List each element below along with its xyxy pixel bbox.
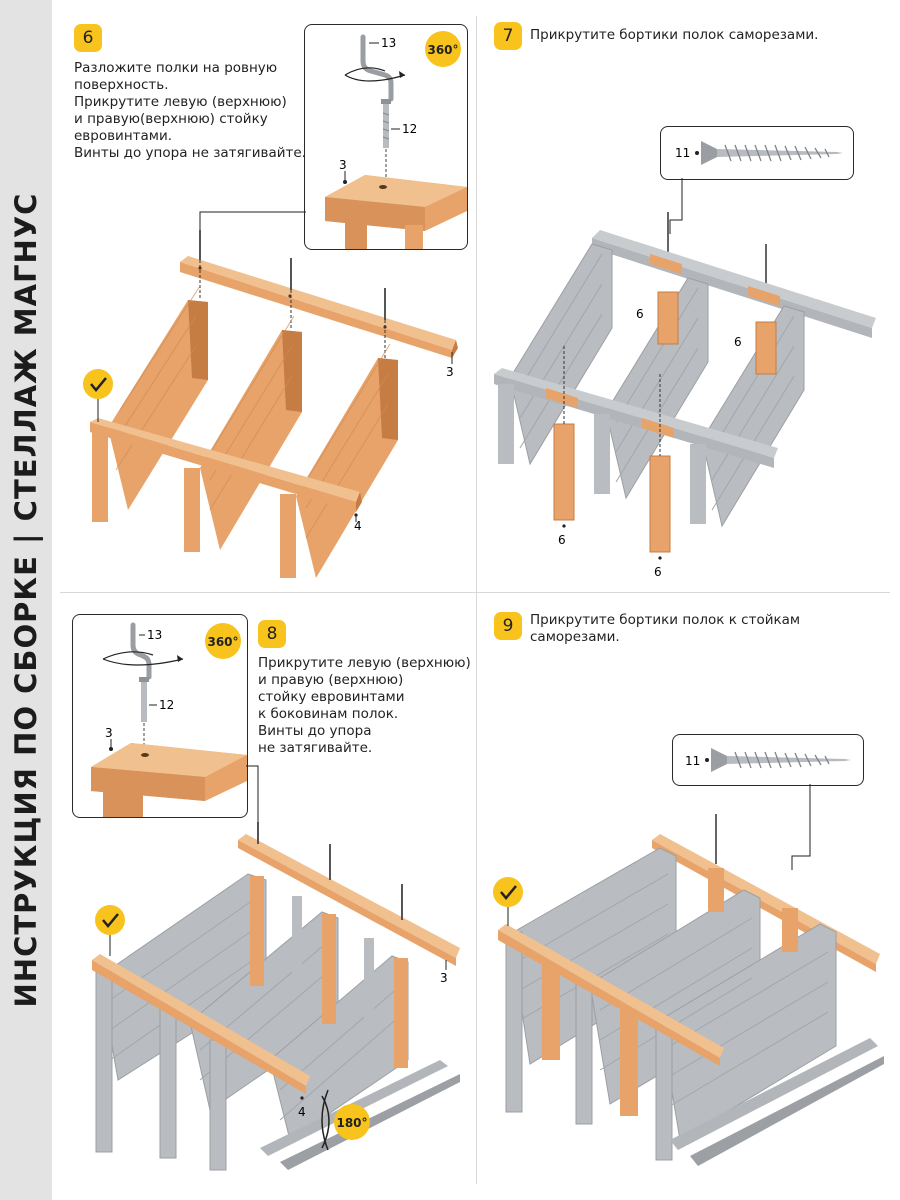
svg-text:360°: 360°	[207, 635, 238, 649]
screw-icon	[139, 677, 149, 722]
step-8-line: стойку евровинтами	[258, 689, 471, 706]
step-8-line: Винты до упора	[258, 723, 471, 740]
step-7-illustration: 6 6 6 6	[480, 178, 890, 588]
part-11-label: 11	[675, 146, 690, 160]
step-6-line: поверхность.	[74, 77, 306, 94]
screw-icon: 11	[673, 735, 863, 785]
step-7-badge: 7	[494, 22, 522, 50]
rotate-360-icon: 360°	[205, 623, 241, 659]
step-6-line: и правую(верхнюю) стойку	[74, 111, 306, 128]
checkmark-icon	[493, 877, 523, 926]
step-9-line: саморезами.	[530, 629, 800, 646]
part-3-label: 3	[440, 971, 448, 985]
step-7-line: Прикрутите бортики полок саморезами.	[530, 27, 818, 44]
step-9-text: Прикрутите бортики полок к стойкам самор…	[530, 612, 800, 646]
step-6-illustration: 3 4	[60, 200, 476, 590]
step-9-line: Прикрутите бортики полок к стойкам	[530, 612, 800, 629]
part-6-label: 6	[654, 565, 662, 579]
step-8-line: Прикрутите левую (верхнюю)	[258, 655, 471, 672]
part-13-label: 13	[381, 36, 396, 50]
sidebar-title: ИНСТРУКЦИЯ ПО СБОРКЕ | СТЕЛЛАЖ МАГНУС	[9, 193, 43, 1008]
step-7-screw-box: 11	[660, 126, 854, 180]
checkmark-icon	[95, 905, 125, 956]
screw-icon	[381, 99, 391, 148]
step-7-text: Прикрутите бортики полок саморезами.	[530, 27, 818, 44]
step-6-line: евровинтами.	[74, 128, 306, 145]
divider-vertical	[476, 16, 477, 1184]
screw-icon: 11	[661, 127, 853, 179]
part-6-label: 6	[558, 533, 566, 547]
step-8-badge: 8	[258, 620, 286, 648]
divider-horizontal	[60, 592, 890, 593]
part-3-label: 3	[105, 726, 113, 740]
part-6-label: 6	[734, 335, 742, 349]
step-8-line: и правую (верхнюю)	[258, 672, 471, 689]
step-6-badge: 6	[74, 24, 102, 52]
hex-key-icon	[103, 625, 183, 677]
part-4-label: 4	[298, 1105, 306, 1119]
part-13-label: 13	[147, 628, 162, 642]
svg-text:180°: 180°	[336, 1116, 367, 1130]
step-6-text: Разложите полки на ровную поверхность. П…	[74, 60, 306, 162]
step-6-line: Винты до упора не затягивайте.	[74, 145, 306, 162]
part-4-label: 4	[354, 519, 362, 533]
part-3-label: 3	[339, 158, 347, 172]
step-8-text: Прикрутите левую (верхнюю) и правую (вер…	[258, 655, 471, 757]
part-12-label: 12	[159, 698, 174, 712]
step-8-line: к боковинам полок.	[258, 706, 471, 723]
part-12-label: 12	[402, 122, 417, 136]
checkmark-icon	[83, 369, 113, 422]
step-9-screw-box: 11	[672, 734, 864, 786]
rotate-360-icon: 360°	[425, 31, 461, 67]
part-3-label: 3	[446, 365, 454, 379]
step-6-line: Разложите полки на ровную	[74, 60, 306, 77]
svg-text:360°: 360°	[427, 43, 458, 57]
step-9-badge: 9	[494, 612, 522, 640]
shelf-panel	[296, 358, 398, 578]
part-6-label: 6	[636, 307, 644, 321]
step-9-illustration	[480, 784, 890, 1180]
step-8-line: не затягивайте.	[258, 740, 471, 757]
part-11-label: 11	[685, 754, 700, 768]
step-8-illustration: 3 4 180°	[60, 760, 476, 1180]
step-6-line: Прикрутите левую (верхнюю)	[74, 94, 306, 111]
